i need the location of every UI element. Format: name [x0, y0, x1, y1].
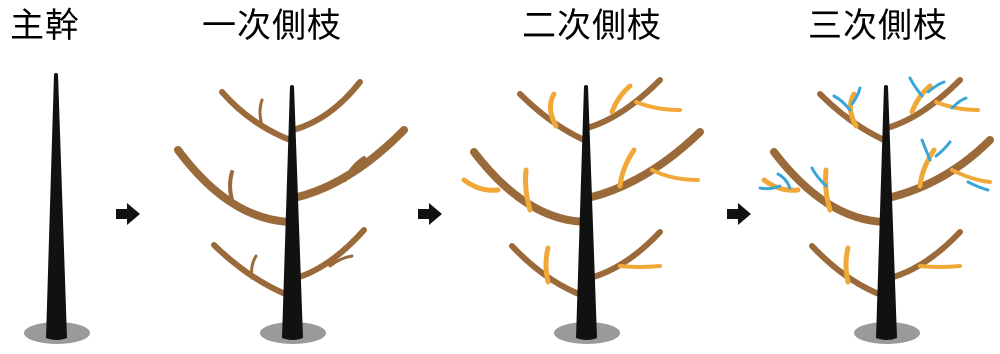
stage-label-tertiary: 三次側枝: [808, 6, 948, 46]
tertiary-branches: [758, 76, 990, 192]
primary-branches: [174, 79, 408, 299]
trunk: [46, 73, 67, 340]
tree-tertiary-branches: [758, 76, 994, 344]
secondary-branches: [461, 83, 700, 285]
right-arrow-icon: [116, 203, 140, 225]
stage-label-trunk: 主幹: [10, 6, 80, 46]
secondary-branches: [761, 83, 992, 285]
tree-trunk-only: [24, 73, 90, 344]
trunk: [282, 85, 303, 340]
right-arrow-icon: [727, 203, 751, 225]
trunk: [576, 85, 597, 340]
right-arrow-icon: [418, 203, 442, 225]
trunk: [876, 85, 897, 340]
tree-secondary-branches: [461, 77, 704, 344]
stage-label-primary: 一次側枝: [202, 6, 342, 46]
stage-label-secondary: 二次側枝: [522, 6, 662, 46]
tree-primary-branches: [174, 79, 408, 344]
